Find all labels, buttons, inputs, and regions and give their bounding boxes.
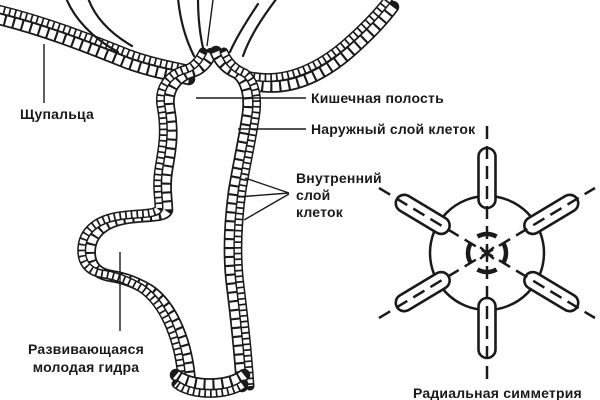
body-base <box>176 375 244 393</box>
label-inner-cell-layer-line2: слой <box>296 187 331 203</box>
tentacle-line <box>241 0 277 58</box>
label-budding-hydra-line2: молодая гидра <box>32 359 140 375</box>
tentacle-band-left <box>0 8 192 79</box>
tentacle-line <box>87 0 134 48</box>
radial-symmetry-diagram <box>378 126 596 380</box>
tentacle-line <box>196 0 206 54</box>
outer-cell-row <box>0 8 192 70</box>
thin-tentacles <box>65 0 277 58</box>
label-inner-cell-layer-line1: Внутренний <box>296 170 382 186</box>
label-tentacles: Щупальца <box>20 106 94 122</box>
label-inner-cell-layer-line3: клеток <box>296 204 343 220</box>
label-budding-hydra: Развивающаяся молодая гидра <box>12 340 160 376</box>
inner-layer-pointer-fan <box>236 177 290 221</box>
hydra-body-cross-section <box>0 0 393 393</box>
label-inner-cell-layer: Внутренний слой клеток <box>296 170 382 221</box>
mouth-circle <box>465 231 509 275</box>
label-outer-cell-layer: Наружный слой клеток <box>311 121 476 137</box>
label-gut-cavity: Кишечная полость <box>311 90 444 106</box>
tentacle-line <box>65 0 120 54</box>
tentacle-line <box>228 2 260 54</box>
pointer-lines <box>43 0 306 331</box>
tentacle-line <box>177 0 196 58</box>
mouth-asterisk <box>479 244 495 262</box>
label-budding-hydra-line1: Развивающаяся <box>28 341 144 357</box>
label-radial-symmetry: Радиальная симметрия <box>413 385 582 400</box>
mouth-pointer-line <box>206 0 214 47</box>
body-wall-left <box>82 52 211 384</box>
inner-cell-row <box>0 17 189 79</box>
body-wall-right <box>216 52 257 386</box>
tentacle-band-right <box>246 0 393 87</box>
